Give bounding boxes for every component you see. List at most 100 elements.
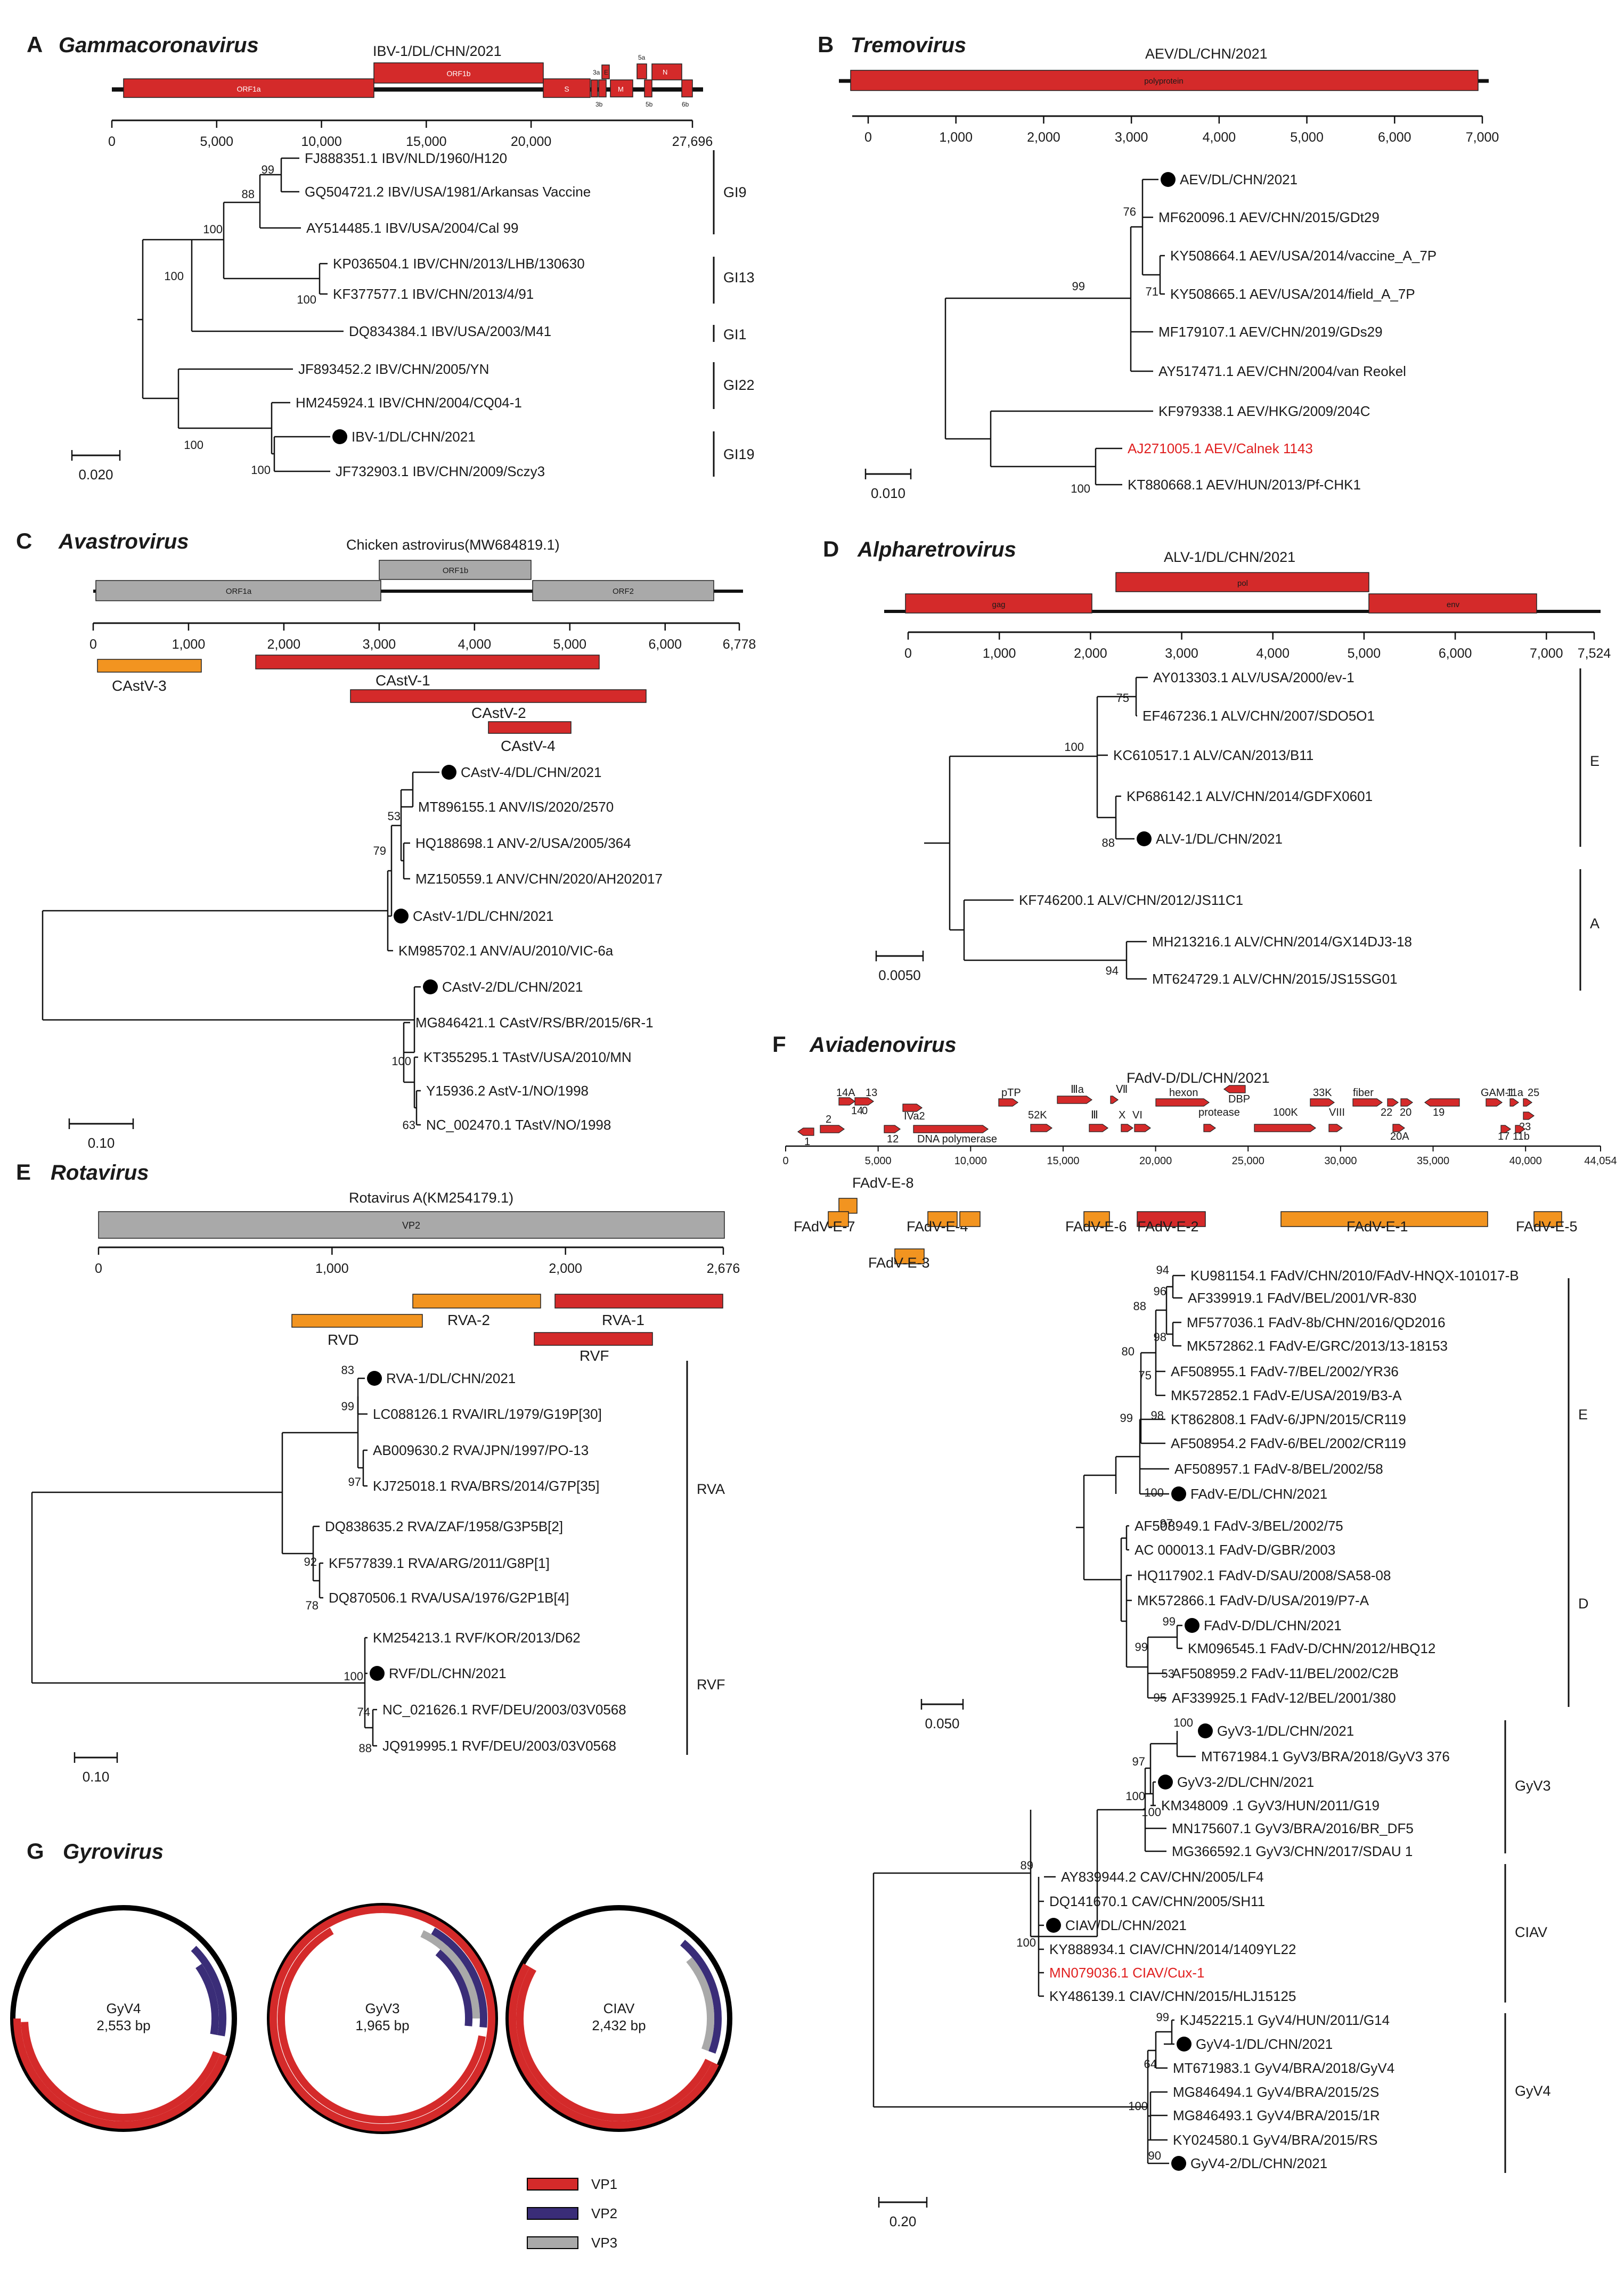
bootstrap-value: 92 (304, 1555, 317, 1568)
gene-label: 14A (836, 1087, 855, 1099)
bootstrap-value: 100 (1071, 482, 1090, 495)
leaf-label: AEV/DL/CHN/2021 (1180, 171, 1297, 187)
genome-size: 1,965 bp (355, 2017, 409, 2033)
panel-d: D Alpharetrovirus ALV-1/DL/CHN/2021 gagp… (823, 536, 1611, 991)
gene-5b (644, 79, 652, 97)
axis-tick-label: 3,000 (1115, 130, 1148, 145)
sample-marker (370, 1666, 385, 1681)
leaf-label: AF508955.1 FAdV-7/BEL/2002/YR36 (1171, 1363, 1399, 1379)
genome-circle (505, 1905, 732, 2132)
gene-label: 3a (593, 69, 600, 76)
genome-size: 2,553 bp (96, 2017, 150, 2033)
leaf-label: KP686142.1 ALV/CHN/2014/GDFX0601 (1127, 788, 1373, 804)
gene-iii (1089, 1124, 1109, 1132)
leaf-label: AJ271005.1 AEV/Calnek 1143 (1128, 440, 1313, 456)
axis-tick-label: 35,000 (1417, 1155, 1449, 1167)
gene-label: ORF1a (226, 587, 252, 596)
leaf-label: KM254213.1 RVF/KOR/2013/D62 (373, 1630, 581, 1646)
gene-gam1 (1486, 1098, 1503, 1107)
scale-label: 0.0050 (878, 967, 921, 983)
gene-vii (1110, 1096, 1119, 1104)
axis-tick-label: 6,778 (723, 637, 756, 652)
vp3-arc (686, 1957, 714, 2052)
bar-castv-1 (255, 655, 600, 669)
axis-tick-label: 25,000 (1232, 1155, 1264, 1167)
bootstrap-value: 90 (1148, 2149, 1161, 2162)
bootstrap-value: 100 (1144, 1486, 1164, 1499)
axis-tick-label: 1,000 (172, 637, 206, 652)
bootstrap-value: 80 (1122, 1345, 1135, 1358)
bootstrap-value: 97 (348, 1475, 361, 1489)
axis-tick-label: 0 (108, 134, 116, 149)
bootstrap-value: 98 (1151, 1409, 1164, 1422)
axis-tick-label: 5,000 (553, 637, 587, 652)
leaf-label: DQ834384.1 IBV/USA/2003/M41 (349, 323, 551, 339)
bootstrap-value: 100 (297, 293, 316, 306)
leaf-label: MF179107.1 AEV/CHN/2019/GDs29 (1158, 324, 1383, 340)
leaf-label: CAstV-2/DL/CHN/2021 (442, 979, 583, 995)
genome-name: ALV-1/DL/CHN/2021 (1164, 549, 1295, 565)
gene-label: polyprotein (1144, 77, 1183, 86)
gene-label: fiber (1353, 1087, 1374, 1099)
axis-tick-label: 27,696 (672, 134, 713, 149)
gene-label: 22 (1381, 1107, 1392, 1118)
group-label: GI13 (723, 269, 755, 285)
genus-title: Gyrovirus (63, 1840, 164, 1864)
gene-orf1b (373, 62, 544, 84)
axis-tick-label: 5,000 (1290, 130, 1324, 145)
gene-label: 20A (1390, 1131, 1409, 1142)
gene-label: 1 (804, 1136, 810, 1148)
leaf-label: KP036504.1 IBV/CHN/2013/LHB/130630 (333, 256, 585, 272)
vp1-arc (21, 2022, 221, 2121)
legend-swatch (527, 2178, 578, 2191)
genus-title: Avastrovirus (58, 530, 189, 553)
gene-label: IVa2 (904, 1110, 925, 1122)
genus-title: Rotavirus (51, 1161, 149, 1184)
axis-tick-label: 1,000 (939, 130, 973, 145)
leaf-label: MK572852.1 FAdV-E/USA/2019/B3-A (1171, 1387, 1402, 1403)
bootstrap-value: 98 (1154, 1330, 1166, 1344)
leaf-label: Y15936.2 AstV-1/NO/1998 (426, 1083, 589, 1099)
leaf-label: FAdV-D/DL/CHN/2021 (1204, 1617, 1342, 1633)
group-label: E (1590, 753, 1599, 769)
axis-tick-label: 4,000 (1203, 130, 1236, 145)
bootstrap-value: 100 (1128, 2099, 1148, 2113)
group-label: A (1590, 916, 1599, 931)
bar-label: CAstV-2 (471, 705, 526, 721)
leaf-label: GQ504721.2 IBV/USA/1981/Arkansas Vaccine (305, 184, 591, 200)
sample-marker (394, 909, 409, 924)
bar-label: RVF (580, 1347, 609, 1364)
leaf-label: AB009630.2 RVA/JPN/1997/PO-13 (373, 1442, 589, 1458)
leaf-label: HQ117902.1 FAdV-D/SAU/2008/SA58-08 (1137, 1567, 1391, 1583)
leaf-label: MN079036.1 CIAV/Cux-1 (1049, 1965, 1204, 1981)
leaf-label: MF577036.1 FAdV-8b/CHN/2016/QD2016 (1187, 1314, 1446, 1330)
gene-label: ORF1b (443, 566, 468, 575)
genus-title: Alpharetrovirus (857, 538, 1016, 561)
axis-tick-label: 10,000 (954, 1155, 987, 1167)
axis-tick-label: 5,000 (1348, 646, 1381, 661)
panel-letter: B (818, 32, 834, 57)
leaf-label: MG846493.1 GyV4/BRA/2015/1R (1173, 2107, 1380, 2123)
axis-tick-label: 0 (89, 637, 97, 652)
leaf-label: MK572866.1 FAdV-D/USA/2019/P7-A (1137, 1592, 1369, 1608)
bar-fadv-e-6 (1083, 1211, 1110, 1227)
leaf-label: IBV-1/DL/CHN/2021 (352, 429, 476, 445)
panel-letter: E (16, 1159, 31, 1184)
gene-label: env (1447, 600, 1460, 609)
group-label: GyV3 (1515, 1778, 1551, 1794)
genome-name: Rotavirus A(KM254179.1) (349, 1190, 513, 1206)
gene-label: 3b (595, 101, 603, 108)
bootstrap-value: 94 (1106, 964, 1119, 977)
gene-label: 19 (1433, 1107, 1445, 1118)
bootstrap-value: 97 (1132, 1755, 1145, 1768)
gene-dna-polymerase (913, 1125, 989, 1133)
axis-tick-label: 10,000 (301, 134, 341, 149)
